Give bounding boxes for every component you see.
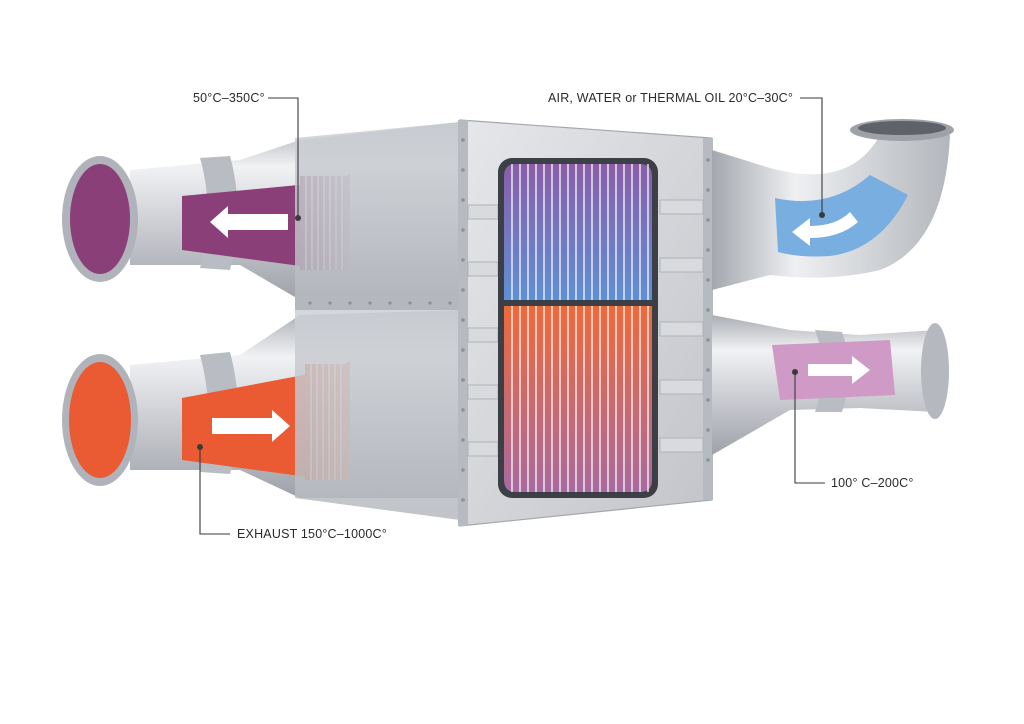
housing-brackets (467, 199, 704, 457)
leader-exhaust-inlet (199, 447, 230, 535)
arrow-left-icon (210, 206, 288, 238)
exchanger-housing (295, 119, 713, 527)
label-coolant-inlet: AIR, WATER or THERMAL OIL 20°C–30C° (548, 91, 793, 105)
arrow-right-icon-2 (808, 356, 870, 384)
right-lower-flange (921, 323, 949, 419)
leader-dot-heated-coolant (792, 369, 798, 375)
right-upper-opening (858, 121, 946, 135)
leader-dot-coolant-inlet (819, 212, 825, 218)
upper-plenum-side (295, 122, 460, 300)
label-heated-coolant: 100° C–200C° (831, 476, 914, 490)
right-lower-pipe (712, 315, 949, 455)
leader-heated-coolant (794, 372, 825, 484)
left-upper-opening (70, 164, 130, 274)
core-upper-tubes (504, 164, 652, 300)
leader-coolant-inlet (800, 97, 823, 215)
label-cooled-exhaust: 50°C–350C° (193, 91, 265, 105)
right-upper-pipe (712, 119, 954, 290)
housing-bolts (308, 138, 710, 502)
arrow-right-icon (212, 410, 290, 442)
core-tube-lines (511, 164, 649, 492)
housing-left-flange (458, 120, 468, 526)
curved-arrow-left-icon (792, 212, 858, 246)
core-divider (500, 300, 656, 306)
plenum-divider (295, 296, 465, 310)
leader-cooled-exhaust (268, 97, 299, 218)
left-lower-opening (69, 362, 131, 478)
label-exhaust-inlet: EXHAUST 150°C–1000C° (237, 527, 387, 541)
lower-plenum-side (295, 310, 460, 520)
housing-right-flange (703, 138, 713, 500)
leader-dot-cooled-exhaust (295, 215, 301, 221)
leader-dot-exhaust-inlet (197, 444, 203, 450)
core-lower-tubes (504, 306, 652, 492)
